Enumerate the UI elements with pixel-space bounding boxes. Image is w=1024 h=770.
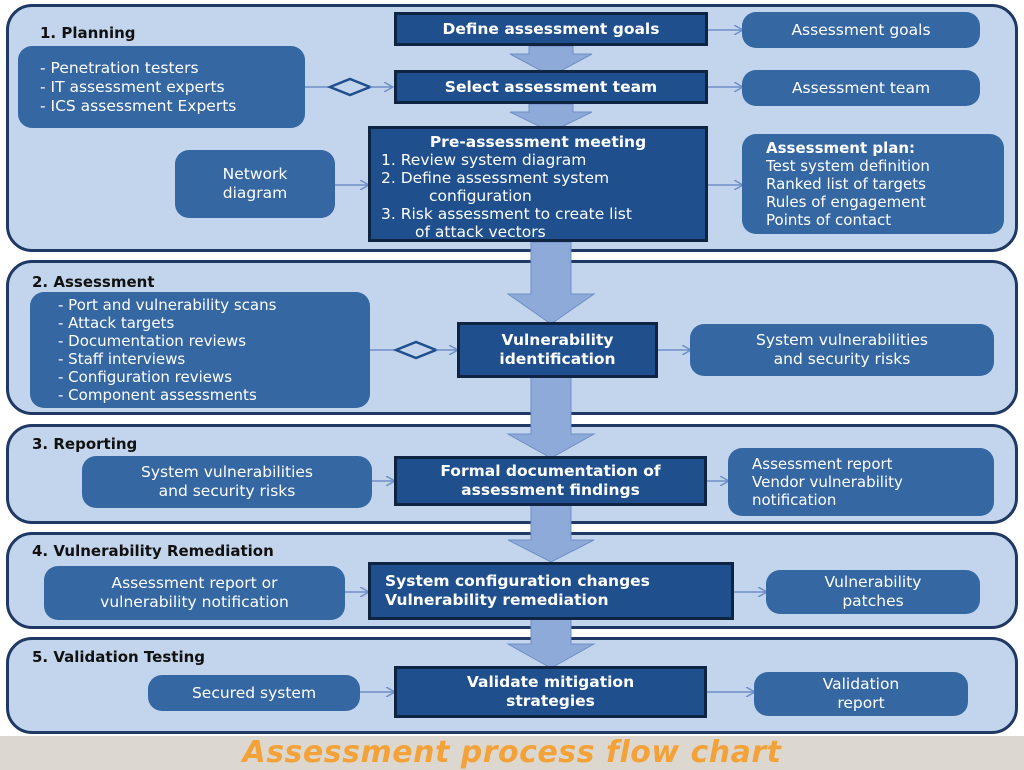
activity-item: - Component assessments (58, 386, 257, 404)
reporting-output-box: Assessment report Vendor vulnerability n… (728, 448, 994, 516)
network-diagram-line: Network (222, 165, 288, 183)
validation-output-box: Validation report (754, 672, 968, 716)
remediation-title: 4. Vulnerability Remediation (32, 542, 274, 560)
process-line: assessment findings (461, 481, 640, 499)
team-members-box: - Penetration testers - IT assessment ex… (18, 46, 305, 128)
team-member-item: - Penetration testers (40, 58, 199, 77)
validation-input-box: Secured system (148, 675, 360, 711)
meeting-item: 3. Risk assessment to create list (381, 205, 632, 223)
diamond-planning (326, 77, 374, 97)
system-configuration-process: System configuration changes Vulnerabili… (368, 562, 734, 620)
team-member-item: - IT assessment experts (40, 77, 225, 96)
plan-item: Rules of engagement (766, 193, 926, 211)
input-line: and security risks (158, 482, 296, 500)
reporting-input-box: System vulnerabilities and security risk… (82, 456, 372, 508)
process-line: Validate mitigation (466, 673, 635, 691)
input-line: Assessment report or (111, 574, 278, 592)
output-line: report (837, 694, 885, 712)
goals-output-box: Assessment goals (742, 12, 980, 48)
flow-arrows (305, 0, 1024, 736)
output-line: Validation (822, 675, 900, 693)
output-line: patches (842, 592, 904, 610)
validate-mitigation-process: Validate mitigation strategies (394, 666, 707, 718)
plan-item: Points of contact (766, 211, 892, 229)
plan-item: Ranked list of targets (766, 175, 926, 193)
meeting-title: Pre-assessment meeting (429, 133, 647, 151)
team-member-item: - ICS assessment Experts (40, 96, 237, 115)
process-line: strategies (506, 692, 595, 710)
meeting-item: 2. Define assessment system (381, 169, 610, 187)
caption-bar: Assessment process flow chart (0, 734, 1024, 770)
input-line: vulnerability notification (100, 593, 289, 611)
down-arrow-team-to-meeting (509, 103, 593, 133)
plan-item: Test system definition (766, 157, 930, 175)
diamond-assessment (392, 340, 440, 360)
assessment-output-box: System vulnerabilities and security risk… (690, 324, 994, 376)
down-arrow-goals-to-team (509, 45, 593, 77)
meeting-item: configuration (429, 187, 532, 205)
activity-item: - Documentation reviews (58, 332, 247, 350)
output-line: Vulnerability (824, 573, 922, 591)
meeting-item: 1. Review system diagram (381, 151, 587, 169)
down-arrow-planning-to-assessment (506, 241, 596, 325)
assessment-title: 2. Assessment (32, 273, 155, 291)
remediation-input-box: Assessment report or vulnerability notif… (44, 566, 345, 620)
network-diagram-line: diagram (222, 184, 288, 202)
diagram-canvas: 1. Planning 2. Assessment 3. Reporting 4… (0, 0, 1024, 736)
activity-item: - Attack targets (58, 314, 175, 332)
team-output-box: Assessment team (742, 70, 980, 106)
process-line: System configuration changes (385, 572, 650, 590)
output-line: System vulnerabilities (755, 331, 928, 349)
down-arrow-reporting-to-remediation (507, 501, 595, 563)
output-line: notification (752, 491, 837, 509)
goals-output-label: Assessment goals (791, 20, 931, 39)
network-diagram-box: Network diagram (175, 150, 335, 218)
output-line: Vendor vulnerability (752, 473, 903, 491)
planning-title: 1. Planning (40, 24, 136, 42)
select-team-process: Select assessment team (394, 70, 708, 104)
input-line: Secured system (191, 683, 317, 702)
process-line: Vulnerability remediation (385, 591, 609, 609)
activity-item: - Staff interviews (58, 350, 186, 368)
process-line: Vulnerability (501, 331, 614, 349)
remediation-output-box: Vulnerability patches (766, 570, 980, 614)
output-line: and security risks (773, 350, 911, 368)
process-line: Formal documentation of (440, 462, 661, 480)
caption-title: Assessment process flow chart (242, 734, 782, 770)
plan-title: Assessment plan: (766, 139, 916, 157)
reporting-title: 3. Reporting (32, 435, 138, 453)
team-output-label: Assessment team (791, 78, 931, 97)
meeting-item: of attack vectors (415, 223, 546, 241)
formal-documentation-process: Formal documentation of assessment findi… (394, 456, 707, 506)
output-line: Assessment report (752, 455, 893, 473)
assessment-plan-box: Assessment plan: Test system definition … (742, 134, 1004, 234)
vulnerability-identification-process: Vulnerability identification (457, 322, 658, 378)
validation-title: 5. Validation Testing (32, 648, 205, 666)
process-line: identification (499, 350, 616, 368)
assessment-activities-box: - Port and vulnerability scans - Attack … (30, 292, 370, 408)
activity-item: - Configuration reviews (58, 368, 233, 386)
activity-item: - Port and vulnerability scans (58, 296, 277, 314)
input-line: System vulnerabilities (140, 463, 313, 481)
select-team-label: Select assessment team (444, 77, 658, 96)
define-goals-process: Define assessment goals (394, 12, 708, 46)
define-goals-label: Define assessment goals (442, 19, 660, 38)
pre-assessment-meeting-process: Pre-assessment meeting 1. Review system … (368, 126, 708, 242)
down-arrow-assessment-to-reporting (506, 375, 596, 459)
